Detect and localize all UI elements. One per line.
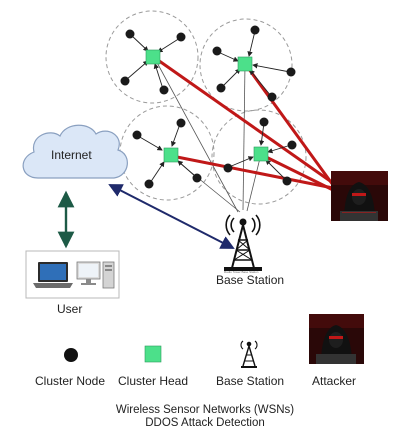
link-head2-base [242,63,246,211]
attack-line-head2 [244,63,335,187]
cluster-node [250,25,260,35]
legend-base-station-icon [240,340,258,368]
cluster-head [253,146,269,162]
cluster-boundary-2 [199,18,293,112]
user-label: User [57,302,83,316]
link-head4-base [246,153,262,212]
cluster-3 [132,118,202,189]
cluster-node [267,92,277,102]
cluster-head [163,147,179,163]
cluster-node [176,118,186,128]
internet-base-link [108,184,235,249]
cluster-node [144,179,154,189]
caption-subtitle: DDOS Attack Detection [145,417,265,429]
cluster-1 [120,29,186,95]
cluster-head [237,56,253,72]
legend-base-station-label: Base Station [216,374,285,388]
cluster-node [192,173,202,183]
cluster-node [259,117,269,127]
legend-attacker-label: Attacker [312,374,357,388]
legend [64,314,364,368]
cluster-node [212,46,222,56]
legend-cluster-node-label: Cluster Node [35,374,106,388]
attack-lines [153,56,335,192]
attack-line-head4 [260,153,335,192]
base-station-plate: Radio Tower Base Station [224,270,259,274]
cluster-head [145,49,161,65]
base-station-tower [224,214,262,271]
cluster-node [120,76,130,86]
attack-line-head1 [153,56,335,185]
internet-cloud [22,124,128,179]
caption-title: Wireless Sensor Networks (WSNs) [115,404,295,416]
head-to-base-links [153,56,262,213]
user-computer [25,250,120,299]
cluster-node [223,163,233,173]
cluster-2 [212,25,296,102]
link-head1-base [153,56,239,213]
cluster-node [125,29,135,39]
cluster-4 [223,117,297,186]
cluster-node [282,176,292,186]
cluster-boundary-1 [105,10,199,104]
legend-cluster-node-icon [64,348,78,362]
cluster-node [159,85,169,95]
attack-line-head3 [170,154,335,190]
internet-label: Internet [51,148,92,162]
cluster-node [216,83,226,93]
cluster-boundary-4 [211,109,307,205]
cluster-node [176,32,186,42]
legend-cluster-head-icon [144,345,162,363]
cluster-node [286,67,296,77]
legend-cluster-head-label: Cluster Head [118,374,189,388]
legend-attacker-icon [309,314,364,364]
cluster-node [132,130,142,140]
attacker-image [331,171,388,221]
cluster-node [287,140,297,150]
base-station-label: Base Station [216,273,285,287]
